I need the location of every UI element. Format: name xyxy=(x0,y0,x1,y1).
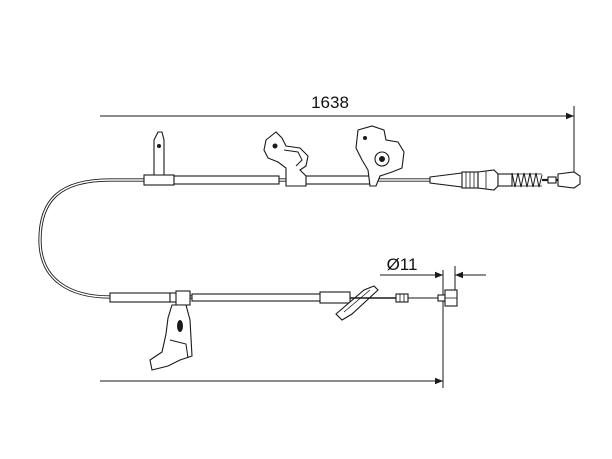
cable-inner xyxy=(39,179,430,298)
cable-outer xyxy=(38,178,430,299)
angled-tab-edge xyxy=(343,289,371,313)
lower-mount-bracket xyxy=(149,290,193,371)
top-sleeves xyxy=(143,174,372,186)
lower-bracket-body xyxy=(149,304,193,371)
bottom-sleeve-3 xyxy=(191,293,323,302)
bottom-dimension xyxy=(100,270,444,388)
diameter-dimension: Ø11 xyxy=(380,255,486,300)
bottom-nut xyxy=(395,293,409,303)
tab-bracket-body xyxy=(153,131,165,176)
lower-bracket-fold xyxy=(169,339,189,359)
brake-cable xyxy=(38,178,430,299)
mount-bracket-small-hole xyxy=(363,136,367,140)
clip-bracket xyxy=(263,131,309,187)
rod-sleeve xyxy=(547,176,557,184)
angled-tab-body xyxy=(335,285,379,321)
bottom-sleeve-1 xyxy=(109,292,171,303)
diameter-label: Ø11 xyxy=(387,255,418,274)
bottom-end-fitting xyxy=(350,289,458,307)
tab-bracket xyxy=(153,131,165,176)
hex-nut xyxy=(477,169,499,191)
tab-bracket-hole xyxy=(157,144,161,148)
lower-bracket-slot xyxy=(177,320,183,332)
lower-bracket-clip xyxy=(175,290,191,306)
spring-seat xyxy=(497,173,513,187)
mount-bracket xyxy=(355,125,405,187)
clip-bracket-hole xyxy=(272,143,278,149)
sleeve-2 xyxy=(173,175,280,185)
clip-bracket-fold xyxy=(283,149,303,167)
sleeve-1 xyxy=(143,174,175,186)
angled-tab xyxy=(335,285,379,321)
bottom-ferrule xyxy=(319,291,351,304)
end-eye xyxy=(557,171,581,189)
mount-bracket-hole-center xyxy=(379,156,385,162)
bottom-run xyxy=(109,291,351,304)
length-label: 1638 xyxy=(311,93,349,112)
right-end-fitting xyxy=(429,169,581,191)
length-dimension: 1638 xyxy=(100,93,575,172)
sleeve-3 xyxy=(305,175,372,185)
spring-coil xyxy=(511,172,543,188)
bottom-rod-tip xyxy=(437,294,446,302)
